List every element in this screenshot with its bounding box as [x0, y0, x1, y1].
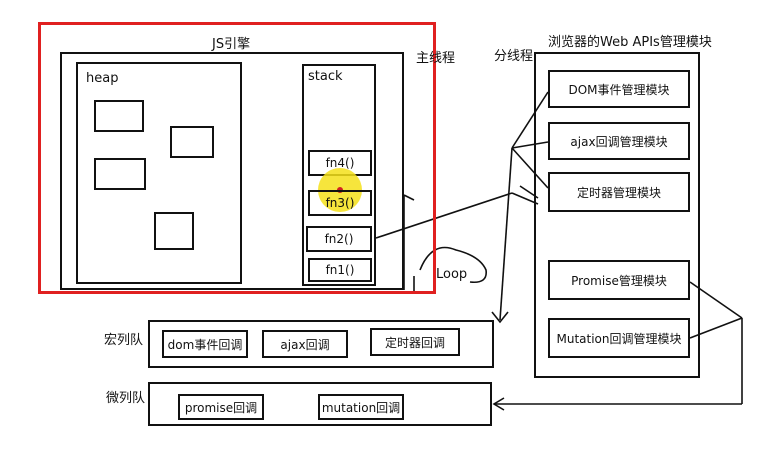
js-engine-box [60, 52, 404, 290]
arrow-head [511, 192, 539, 205]
timer-module: 定时器管理模块 [548, 172, 690, 212]
heap-object [94, 100, 144, 132]
heap-object [154, 212, 194, 250]
to-macro-queue-line [499, 147, 513, 321]
micro-queue-label: 微列队 [106, 391, 146, 406]
dom-module-line [511, 91, 549, 149]
heap-object [94, 158, 146, 190]
stack-frame-fn3-overlay: fn3() [308, 190, 372, 216]
micro-queue-box [148, 382, 492, 426]
heap-label: heap [86, 71, 119, 86]
macro-item-dom: dom事件回调 [162, 330, 248, 358]
web-apis-box [534, 52, 700, 378]
web-apis-title: 浏览器的Web APIs管理模块 [548, 35, 712, 50]
ajax-module-line [511, 141, 549, 149]
mutation-module: Mutation回调管理模块 [548, 318, 690, 358]
timer-module-line [511, 147, 549, 189]
heap-box [76, 62, 242, 284]
stack-frame-fn1: fn1() [308, 258, 372, 282]
highlight-frame [38, 22, 436, 294]
stack-box [302, 64, 376, 286]
stack-label: stack [308, 69, 343, 84]
main-thread-label: 主线程 [416, 51, 456, 66]
stack-to-webapi-line [375, 192, 513, 239]
heap-object [170, 126, 214, 158]
micro-item-promise: promise回调 [178, 394, 264, 420]
macro-queue-box [148, 320, 494, 368]
sub-thread-label: 分线程 [494, 49, 534, 64]
macro-queue-label: 宏列队 [104, 333, 144, 348]
dom-module: DOM事件管理模块 [548, 70, 690, 108]
promise-module: Promise管理模块 [548, 260, 690, 300]
event-loop-label: Loop [436, 267, 468, 282]
macro-item-timer: 定时器回调 [370, 328, 460, 356]
js-engine-title: JS引擎 [212, 37, 251, 52]
macro-item-ajax: ajax回调 [262, 330, 348, 358]
micro-item-mutation: mutation回调 [318, 394, 404, 420]
stack-frame-fn2: fn2() [306, 226, 372, 252]
ajax-module: ajax回调管理模块 [548, 122, 690, 160]
